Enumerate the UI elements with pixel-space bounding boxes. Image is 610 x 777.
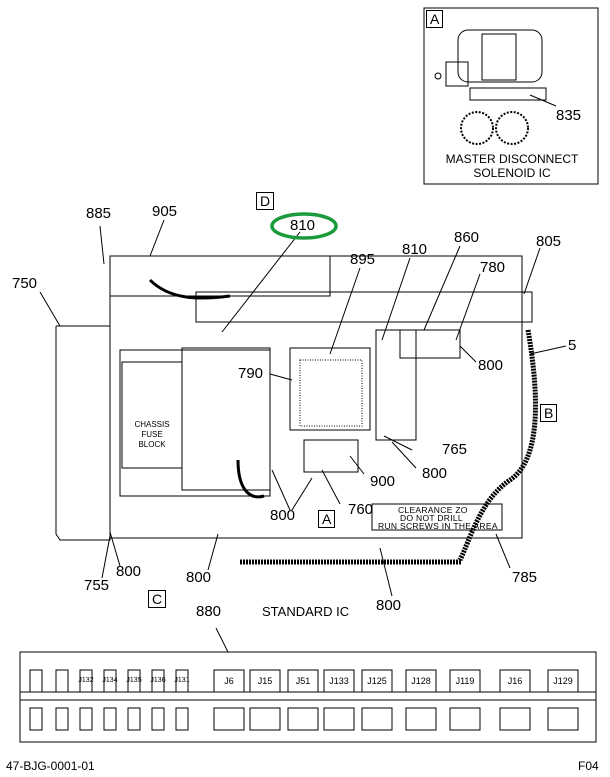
connector-cell: [213, 707, 245, 731]
connector-cell: [29, 707, 43, 731]
callout-880: 880: [196, 603, 222, 620]
connector-cell: [103, 707, 117, 731]
clearance-line-3: RUN SCREWS IN THE AREA: [378, 521, 498, 531]
footer-drawing-number: 47-BJG-0001-01: [6, 759, 95, 773]
view-letter-b: B: [540, 404, 558, 422]
highlight-ring: [270, 212, 338, 240]
connector-label: J128: [411, 676, 431, 686]
connector-cell: [361, 669, 393, 693]
connector-cell: [79, 669, 93, 693]
connector-cell: [249, 707, 281, 731]
callout-800-bottom: 800: [376, 597, 402, 614]
inset-caption-2: SOLENOID IC: [473, 166, 551, 180]
connector-label: J16: [507, 676, 523, 686]
callout-900: 900: [370, 473, 396, 490]
callout-800-mid: 800: [422, 465, 448, 482]
callout-5: 5: [568, 337, 577, 354]
connector-label: J129: [553, 676, 573, 686]
connector-cell: [249, 669, 281, 693]
callout-800-b: 800: [186, 569, 212, 586]
connector-cell: [323, 669, 355, 693]
connector-cell: [361, 707, 393, 731]
connector-cell: [103, 669, 117, 693]
inset-letter: A: [426, 10, 444, 28]
connector-cell: [499, 707, 531, 731]
callout-750: 750: [12, 275, 38, 292]
connector-cell: [405, 669, 437, 693]
connector-cell: [323, 707, 355, 731]
connector-cell: [29, 669, 43, 693]
fuse-block-line-1: CHASSIS: [134, 420, 170, 429]
callout-810-right: 810: [402, 241, 428, 258]
callout-805: 805: [536, 233, 562, 250]
connector-label: J15: [257, 676, 273, 686]
callout-760: 760: [348, 501, 374, 518]
callout-800-bl: 800: [116, 563, 142, 580]
fuse-block-line-3: BLOCK: [138, 440, 166, 449]
callout-895: 895: [350, 251, 376, 268]
connector-cells: [29, 669, 579, 731]
inset-frame: [423, 7, 599, 185]
connector-cell: [499, 669, 531, 693]
inset-caption-1: MASTER DISCONNECT: [445, 152, 579, 166]
connector-cell: [55, 669, 69, 693]
connector-label: J132: [78, 677, 94, 684]
connector-cell: [449, 707, 481, 731]
callout-860: 860: [454, 229, 480, 246]
connector-cell: [287, 669, 319, 693]
connector-cell: [175, 707, 189, 731]
view-letter-a: A: [318, 510, 336, 528]
connector-label: J131: [174, 677, 190, 684]
connector-label: J119: [455, 676, 475, 686]
clearance-line-1: CLEARANCE ZO: [398, 505, 468, 515]
connector-cell: [405, 707, 437, 731]
connector-label: J133: [329, 676, 349, 686]
callout-790: 790: [238, 365, 264, 382]
connector-cell: [547, 669, 579, 693]
callout-810-top: 810: [290, 217, 316, 234]
connector-cell: [151, 707, 165, 731]
standard-label: STANDARD IC: [262, 604, 350, 619]
clearance-line-2: DO NOT DRILL: [400, 513, 463, 523]
callout-785: 785: [512, 569, 538, 586]
connector-cell: [175, 669, 189, 693]
view-letter-d: D: [256, 192, 275, 210]
connector-cell: [127, 669, 141, 693]
fuse-block-line-2: FUSE: [141, 430, 163, 439]
callout-765: 765: [442, 441, 468, 458]
callout-800-lower: 800: [270, 507, 296, 524]
footer-sheet: F04: [578, 759, 599, 773]
connector-cell: [287, 707, 319, 731]
connector-label: J6: [224, 676, 234, 686]
connector-cell: [127, 707, 141, 731]
callout-905: 905: [152, 203, 178, 220]
connector-label: J135: [126, 677, 142, 684]
connector-label: J125: [367, 676, 387, 686]
callout-780: 780: [480, 259, 506, 276]
connector-label: J51: [295, 676, 311, 686]
connector-bar: [19, 651, 597, 743]
connector-cell: [55, 707, 69, 731]
connector-cell: [547, 707, 579, 731]
connector-cell: [449, 669, 481, 693]
callout-755: 755: [84, 577, 110, 594]
callout-800-right: 800: [478, 357, 504, 374]
connector-cell: [151, 669, 165, 693]
callout-835: 835: [556, 107, 582, 124]
connector-cell: [79, 707, 93, 731]
callout-885: 885: [86, 205, 112, 222]
connector-cell: [213, 669, 245, 693]
connector-label: J134: [102, 677, 118, 684]
connector-label: J136: [150, 677, 166, 684]
view-letter-c: C: [148, 590, 167, 608]
